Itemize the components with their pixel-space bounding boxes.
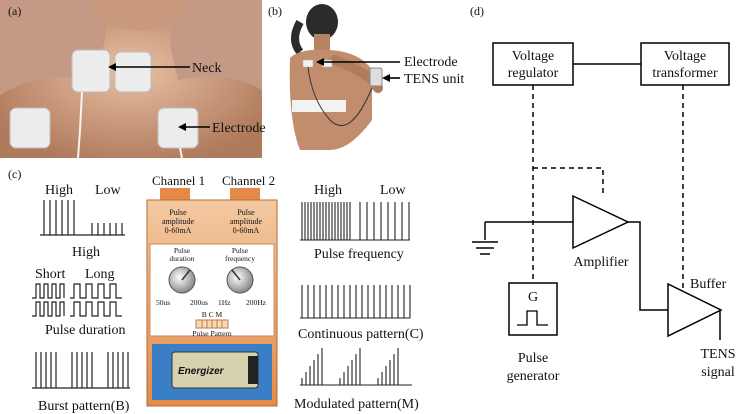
- signal-wires: [484, 221, 721, 340]
- dashed-power-lines: [532, 85, 684, 290]
- neck-electrode-pad-left: [71, 49, 111, 93]
- battery-brand: Energizer: [178, 366, 225, 377]
- voltage-transformer-label: Voltage: [664, 49, 707, 64]
- tens-signal-label: TENS: [701, 347, 736, 362]
- electrode-pad: [302, 59, 314, 68]
- knob1-text: Pulse: [174, 246, 191, 255]
- knob2-text: Pulse: [232, 246, 249, 255]
- neck-label: Neck: [192, 61, 222, 76]
- frequency-caption: Pulse frequency: [314, 247, 404, 262]
- amplifier-symbol: [572, 194, 630, 250]
- lead-wire: [307, 66, 373, 126]
- amplifier-label: Amplifier: [573, 255, 629, 270]
- pulse-generator-label: generator: [507, 369, 560, 384]
- tens-device: Channel 1 Channel 2 Pulse amplitude 0-60…: [146, 173, 278, 407]
- tens-unit-label: TENS unit: [404, 72, 464, 87]
- short-label: Short: [35, 267, 65, 282]
- burst-caption: Burst pattern(B): [38, 399, 130, 414]
- modulated-caption: Modulated pattern(M): [294, 397, 419, 412]
- knob2-max: 200Hz: [246, 298, 267, 307]
- arrow-head: [178, 123, 186, 131]
- amp2-text: Pulse: [237, 208, 255, 217]
- knob-indicator: [181, 269, 191, 281]
- ponytail: [291, 20, 304, 55]
- panel-label-a: (a): [8, 4, 21, 18]
- lead-wire: [77, 91, 83, 159]
- buffer-symbol: [667, 282, 723, 338]
- torso-skin: [289, 49, 372, 150]
- lead-wire: [179, 147, 183, 159]
- switch-ridges: [201, 320, 223, 328]
- buffer-label: Buffer: [690, 277, 727, 292]
- voltage-regulator-label: regulator: [508, 66, 559, 81]
- burst-waveform: [32, 352, 130, 389]
- frequency-waveform: [300, 202, 410, 241]
- channel1-label: Channel 1: [152, 173, 205, 188]
- shoulder-electrode-pad-left: [9, 107, 51, 149]
- head-shape: [92, 0, 188, 30]
- amp1-text: Pulse: [169, 208, 187, 217]
- knob2-min: 1Hz: [218, 298, 231, 307]
- panel-c: (c) High Low High Short Long Pulse durat…: [8, 167, 424, 414]
- channel1-jack: [160, 188, 190, 202]
- long-label: Long: [85, 267, 115, 282]
- knob1-text: duration: [170, 254, 195, 263]
- panel-b: (b) Electrode TENS unit: [268, 4, 464, 150]
- amplitude-caption: High: [72, 245, 100, 260]
- amp2-text: 0-60mA: [233, 226, 260, 235]
- neck-skin: [314, 34, 330, 50]
- voltage-transformer-box: [640, 42, 730, 86]
- voltage-regulator-box: [492, 42, 574, 86]
- neck-electrode-pad-right: [114, 51, 152, 93]
- voltage-transformer-label: transformer: [652, 66, 718, 81]
- duration-waveform: [32, 283, 122, 317]
- hair: [306, 4, 338, 40]
- tens-signal-label: signal: [701, 365, 735, 380]
- low-label-left: Low: [95, 183, 122, 198]
- amp2-text: amplitude: [230, 217, 262, 226]
- pulse-generator-label: Pulse: [518, 351, 548, 366]
- continuous-waveform: [300, 285, 411, 319]
- panel-label-b: (b): [268, 4, 282, 18]
- pulse-pattern-label: Pulse Pattern: [192, 329, 232, 338]
- battery-terminal: [248, 356, 258, 384]
- duration-caption: Pulse duration: [45, 323, 126, 338]
- generator-symbol: G: [528, 290, 538, 305]
- garment-strap: [292, 100, 346, 112]
- modulated-waveform: [300, 348, 412, 386]
- arrow-head: [382, 74, 390, 82]
- electrode-label-b: Electrode: [404, 55, 458, 70]
- arrow-head: [316, 58, 324, 66]
- electrode-label-a: Electrode: [212, 121, 266, 136]
- tens-unit-device: [369, 67, 383, 87]
- panel-d: (d) Voltage regulator Voltage transforme…: [470, 4, 736, 384]
- channel2-jack: [230, 188, 260, 202]
- arrow-head: [108, 63, 116, 71]
- shoulder-electrode-pad-right: [157, 107, 199, 149]
- knob2-text: frequency: [225, 254, 255, 263]
- panel-a: (a) Neck Electrode: [0, 0, 266, 159]
- pulse-generator-box: [508, 282, 558, 336]
- high-label-right: High: [314, 183, 342, 198]
- amp1-text: amplitude: [162, 217, 194, 226]
- knob-indicator: [231, 269, 241, 281]
- channel2-label: Channel 2: [222, 173, 275, 188]
- knob1-min: 50us: [156, 298, 170, 307]
- amp1-text: 0-60mA: [165, 226, 192, 235]
- amplitude-waveform: [40, 200, 125, 236]
- pulse-icon: [517, 310, 548, 326]
- panel-label-d: (d): [470, 4, 484, 18]
- ground-symbol: [472, 241, 498, 255]
- voltage-regulator-label: Voltage: [512, 49, 555, 64]
- high-label-left: High: [45, 183, 73, 198]
- continuous-caption: Continuous pattern(C): [298, 327, 424, 342]
- panel-label-c: (c): [8, 167, 21, 181]
- bcm-label: B C M: [202, 310, 223, 319]
- low-label-right: Low: [380, 183, 407, 198]
- knob1-max: 200us: [190, 298, 208, 307]
